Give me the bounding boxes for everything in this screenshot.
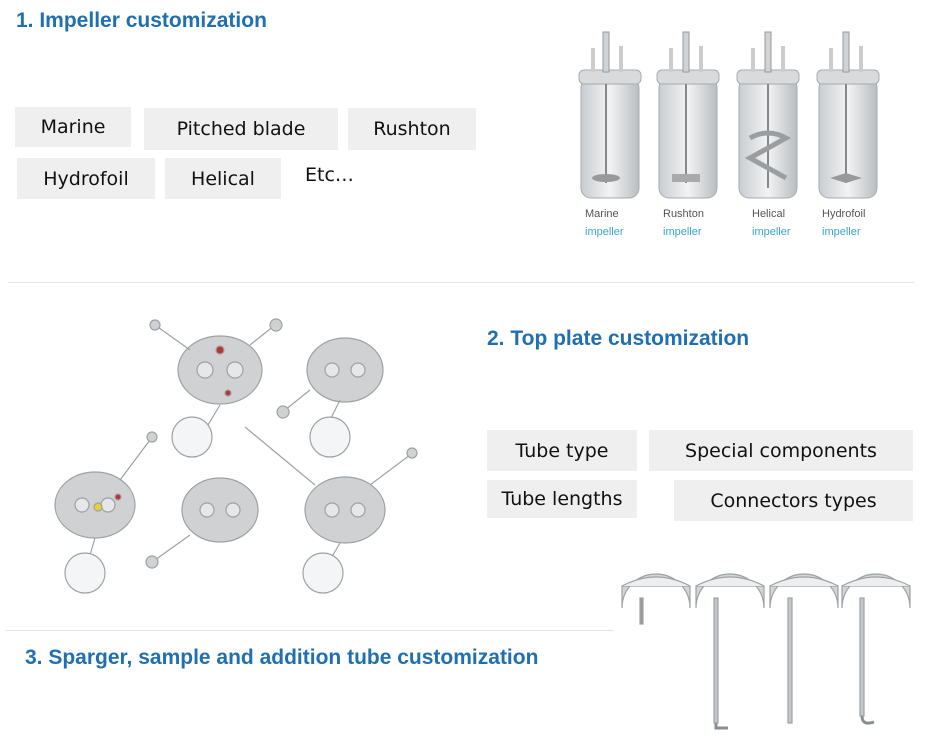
vessel-marine [578, 31, 642, 199]
top-plate-1 [149, 318, 283, 458]
top-plate-4 [145, 477, 259, 569]
tag-rushton: Rushton [348, 108, 476, 150]
impeller-captions: Marine impeller Rushton impeller Helical… [575, 208, 895, 248]
sparger-tube-4 [841, 573, 911, 725]
divider-2 [6, 630, 614, 631]
tag-pitched-blade: Pitched blade [144, 108, 338, 150]
sparger-section-title: 3. Sparger, sample and addition tube cus… [25, 646, 539, 669]
tag-tube-lengths: Tube lengths [487, 480, 637, 518]
top-plate-2 [276, 337, 384, 458]
tag-hydrofoil: Hydrofoil [17, 158, 155, 199]
vessel-helical [736, 31, 800, 199]
top-plate-5 [244, 426, 418, 594]
top-plate-3 [54, 431, 158, 594]
impeller-section-title: 1. Impeller customization [16, 9, 267, 32]
tag-helical: Helical [165, 158, 281, 199]
sparger-tube-3 [769, 573, 839, 724]
caption-rushton-sub: impeller [663, 226, 702, 238]
caption-helical: Helical [752, 208, 786, 220]
sparger-tube-2 [695, 573, 765, 730]
caption-marine-sub: impeller [585, 226, 624, 238]
caption-rushton: Rushton [663, 208, 704, 220]
tag-connectors-types: Connectors types [674, 480, 913, 521]
top-plates-image [40, 315, 440, 595]
caption-marine: Marine [585, 208, 619, 220]
impeller-bioreactors-image: Marine impeller Rushton impeller Helical… [575, 28, 895, 253]
tag-etc: Etc… [305, 164, 354, 186]
sparger-tube-1 [621, 573, 691, 625]
divider-1 [8, 282, 914, 283]
caption-hydrofoil-sub: impeller [822, 226, 861, 238]
tag-marine: Marine [15, 107, 131, 147]
tag-special-components: Special components [649, 430, 913, 471]
top-plate-section-title: 2. Top plate customization [487, 327, 750, 350]
caption-helical-sub: impeller [752, 226, 791, 238]
caption-hydrofoil: Hydrofoil [822, 208, 866, 220]
vessel-rushton [656, 31, 720, 199]
sparger-tubes-image [618, 568, 918, 733]
tag-tube-type: Tube type [487, 430, 637, 471]
vessel-hydrofoil [816, 31, 880, 199]
